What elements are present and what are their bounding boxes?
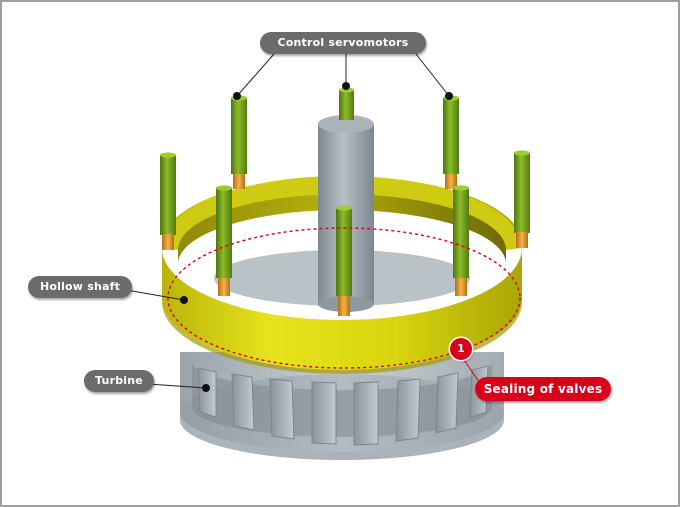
- label-turbine: Turbine: [84, 370, 154, 392]
- marker-badge[interactable]: 1: [450, 338, 472, 360]
- label-control-servomotors: Control servomotors: [260, 32, 426, 54]
- label-sealing-of-valves[interactable]: Sealing of valves: [475, 377, 611, 401]
- label-hollow-shaft: Hollow shaft: [28, 276, 132, 298]
